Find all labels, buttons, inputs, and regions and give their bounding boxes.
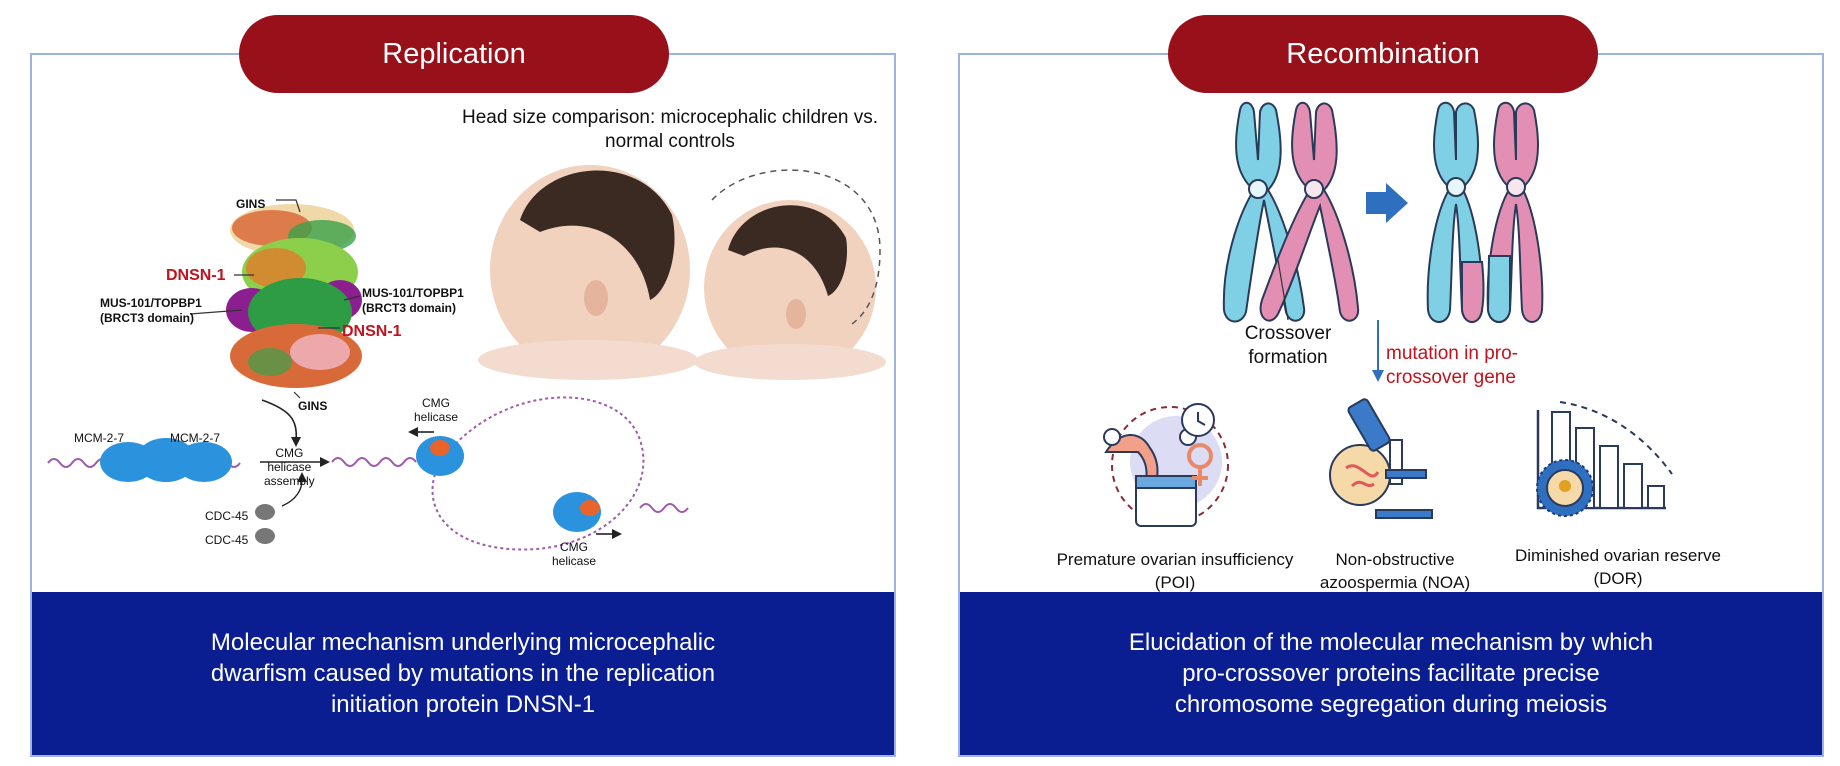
replication-footer: Molecular mechanism underlying microceph… — [32, 592, 894, 755]
noa-name: Non-obstructive — [1335, 550, 1455, 569]
cdc-label-2: CDC-45 — [205, 533, 249, 547]
crossover-label: Crossover formation — [1244, 323, 1332, 368]
recombination-footer: Elucidation of the molecular mechanism b… — [960, 592, 1822, 755]
head-comparison-caption-text: Head size comparison: microcephalic chil… — [461, 107, 879, 152]
cmg-bottom-line2: helicase — [552, 554, 597, 568]
dor-label: Diminished ovarian reserve (DOR) — [1504, 544, 1732, 590]
mcm-label-2: MCM-2-7 — [170, 431, 220, 445]
cmg-assembly-line2: helicase — [267, 460, 312, 474]
recombination-title-pill: Recombination — [1168, 15, 1598, 93]
cmg-bottom-label: CMG helicase — [552, 540, 596, 568]
replication-footer-text: Molecular mechanism underlying microceph… — [210, 629, 716, 718]
dnsn-top-label: DNSN-1 — [166, 267, 226, 284]
poi-icon — [1103, 403, 1229, 527]
cdc-label-1: CDC-45 — [205, 509, 249, 523]
down-arrow-icon — [1372, 320, 1384, 382]
dor-abbr: (DOR) — [1593, 569, 1643, 588]
mus-left-label: MUS-101/TOPBP1 (BRCT3 domain) — [100, 296, 202, 326]
replication-title: Replication — [382, 37, 526, 70]
mus-left-line2: (BRCT3 domain) — [100, 311, 194, 325]
dnsn-bottom-label: DNSN-1 — [342, 323, 402, 340]
dor-chart-icon — [1536, 401, 1673, 517]
cmg-assembly-line1: CMG — [275, 446, 304, 460]
head-comparison-caption: Head size comparison: microcephalic chil… — [450, 106, 890, 154]
cmg-assembly-label: CMG helicase assembly — [264, 446, 315, 488]
recombination-footer-text: Elucidation of the molecular mechanism b… — [1128, 629, 1654, 718]
cmg-top-line2: helicase — [414, 410, 459, 424]
mus-right-line1: MUS-101/TOPBP1 — [362, 286, 464, 300]
poi-name: Premature ovarian insufficiency — [1056, 550, 1294, 569]
recombination-title: Recombination — [1286, 37, 1480, 70]
infant-heads-image — [478, 165, 886, 380]
cmg-bottom-line1: CMG — [560, 540, 589, 554]
gins-bottom-label: GINS — [298, 399, 328, 413]
cmg-top-line1: CMG — [422, 396, 451, 410]
cmg-top-label: CMG helicase — [414, 396, 458, 424]
right-arrow-icon — [1366, 183, 1408, 223]
mus-left-line1: MUS-101/TOPBP1 — [100, 296, 202, 310]
poi-label: Premature ovarian insufficiency (POI) — [1048, 548, 1302, 594]
replication-panel: Molecular mechanism underlying microceph… — [30, 53, 896, 757]
protein-complex-image — [226, 204, 362, 388]
gins-top-label: GINS — [236, 197, 266, 211]
replication-bubble — [331, 396, 689, 551]
noa-abbr: azoospermia (NOA) — [1319, 573, 1471, 592]
dor-name: Diminished ovarian reserve — [1515, 546, 1721, 565]
mcm-dna-strand — [47, 438, 330, 544]
chromosome-pair-before — [1222, 101, 1360, 323]
mus-right-line2: (BRCT3 domain) — [362, 301, 456, 315]
replication-title-pill: Replication — [239, 15, 669, 93]
chromosome-pair-after — [1426, 101, 1544, 323]
mutation-label: mutation in pro-crossover gene — [1386, 343, 1519, 388]
noa-microscope-icon — [1329, 398, 1433, 519]
mcm-label-1: MCM-2-7 — [74, 431, 124, 445]
noa-label: Non-obstructive azoospermia (NOA) — [1300, 548, 1490, 594]
recombination-panel: Elucidation of the molecular mechanism b… — [958, 53, 1824, 757]
mus-right-label: MUS-101/TOPBP1 (BRCT3 domain) — [362, 286, 464, 316]
cmg-assembly-line3: assembly — [264, 474, 315, 488]
poi-abbr: (POI) — [1154, 573, 1196, 592]
